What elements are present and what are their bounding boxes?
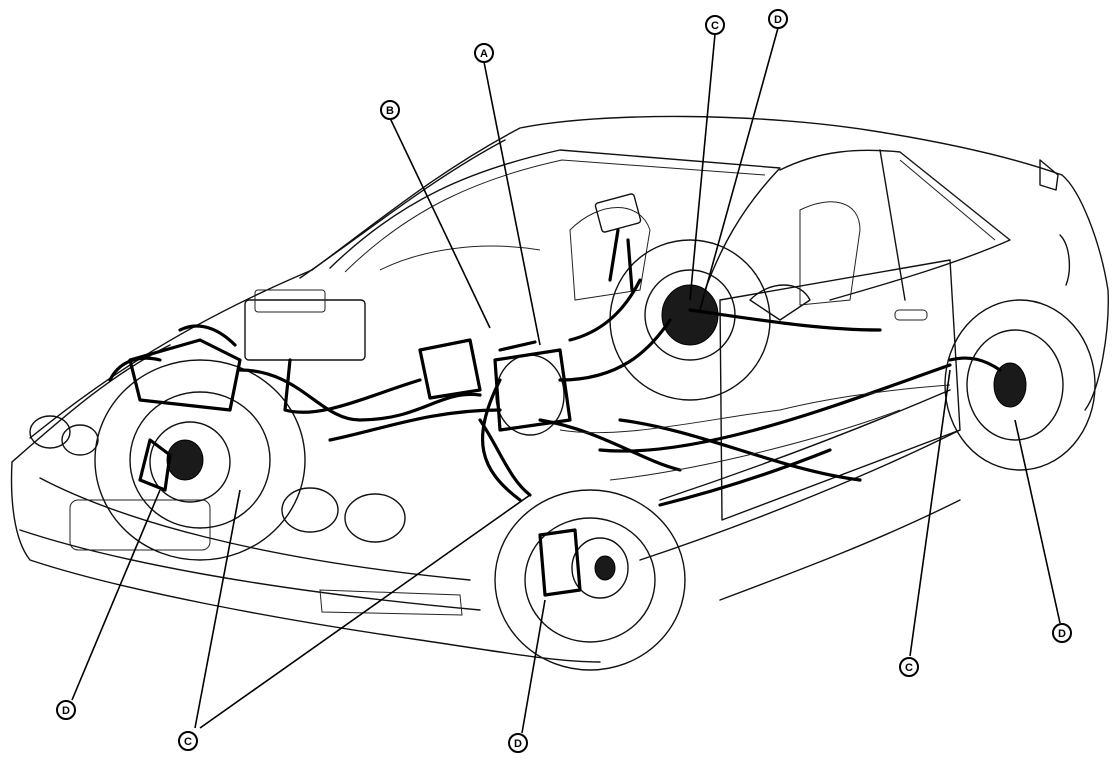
callout-d-front-right: D (508, 733, 528, 753)
rear-right-wheel (944, 299, 1096, 471)
callouts: A B C D D C D C (56, 9, 1072, 753)
callout-d-front-left: D (56, 700, 76, 720)
engine-bay-components (108, 193, 642, 436)
svg-text:C: C (184, 736, 192, 748)
callout-d-rear: D (1052, 623, 1072, 643)
car-body-outline (10, 115, 1109, 663)
svg-text:D: D (514, 738, 522, 750)
svg-text:B: B (386, 105, 394, 117)
svg-text:D: D (1058, 628, 1066, 640)
callout-b: B (380, 100, 400, 120)
callout-c-rear: C (899, 657, 919, 677)
front-right-wheel (494, 489, 686, 671)
svg-text:A: A (480, 48, 488, 60)
front-left-wheel (94, 359, 306, 561)
callout-d-top: D (768, 9, 788, 29)
leader-lines (71, 27, 1061, 734)
callout-a: A (474, 43, 494, 63)
rear-left-wheel (609, 239, 771, 401)
svg-text:D: D (774, 14, 782, 26)
svg-text:D: D (62, 705, 70, 717)
brake-lines (238, 228, 1002, 507)
callout-c-top: C (705, 15, 725, 35)
callout-c-front: C (178, 731, 198, 751)
svg-text:C: C (905, 662, 913, 674)
svg-text:C: C (711, 20, 719, 32)
